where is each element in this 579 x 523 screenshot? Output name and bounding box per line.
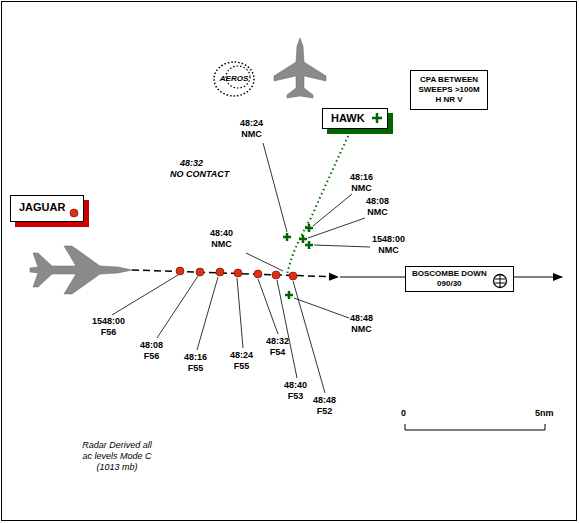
node-text: AEROS — [220, 74, 248, 84]
callout-label: 1548:00 F56 — [92, 316, 125, 338]
radar-symbol — [491, 273, 509, 289]
aircraft-label: HAWK — [322, 108, 388, 129]
callout-label: 48:08 NMC — [366, 196, 389, 218]
callout-label: 48:40 NMC — [210, 228, 233, 250]
callout-label: 48:24 NMC — [240, 118, 263, 140]
callout-label: 48:16 NMC — [350, 172, 373, 194]
node-text: CPA BETWEEN SWEEPS >100M H NR V — [416, 75, 482, 105]
aircraft-label: JAGUAR — [10, 195, 84, 222]
callout-label: 48:08 F56 — [140, 340, 163, 362]
note-box: CPA BETWEEN SWEEPS >100M H NR V — [410, 70, 488, 110]
node-text: BOSCOMBE DOWN — [412, 269, 487, 279]
callout-label: 48:48 F52 — [313, 395, 336, 417]
node-text: 090/30 — [412, 279, 487, 289]
callout-label: 48:24 F55 — [230, 350, 253, 372]
node-text: JAGUAR — [19, 201, 65, 214]
aeros-area: AEROS — [212, 60, 256, 98]
node-text: HAWK — [331, 112, 365, 125]
dot-symbol — [69, 208, 79, 218]
callout-label: 48:32 F54 — [266, 336, 289, 358]
callout-label: 48:48 NMC — [350, 313, 373, 335]
callout-label: 1548:00 NMC — [372, 234, 405, 256]
callout-label: Radar Derived all ac levels Mode C (1013… — [78, 440, 156, 473]
callout-label: 5nm — [535, 408, 554, 419]
callout-label: 48:16 F55 — [184, 352, 207, 374]
callout-label: 48:40 F53 — [284, 380, 307, 402]
callout-label: 48:32 — [180, 158, 203, 169]
callout-label: 0 — [401, 408, 406, 419]
airfield-box: BOSCOMBE DOWN090/30 — [405, 266, 514, 292]
cross-symbol — [372, 113, 382, 123]
callout-label: NO CONTACT — [170, 169, 229, 180]
